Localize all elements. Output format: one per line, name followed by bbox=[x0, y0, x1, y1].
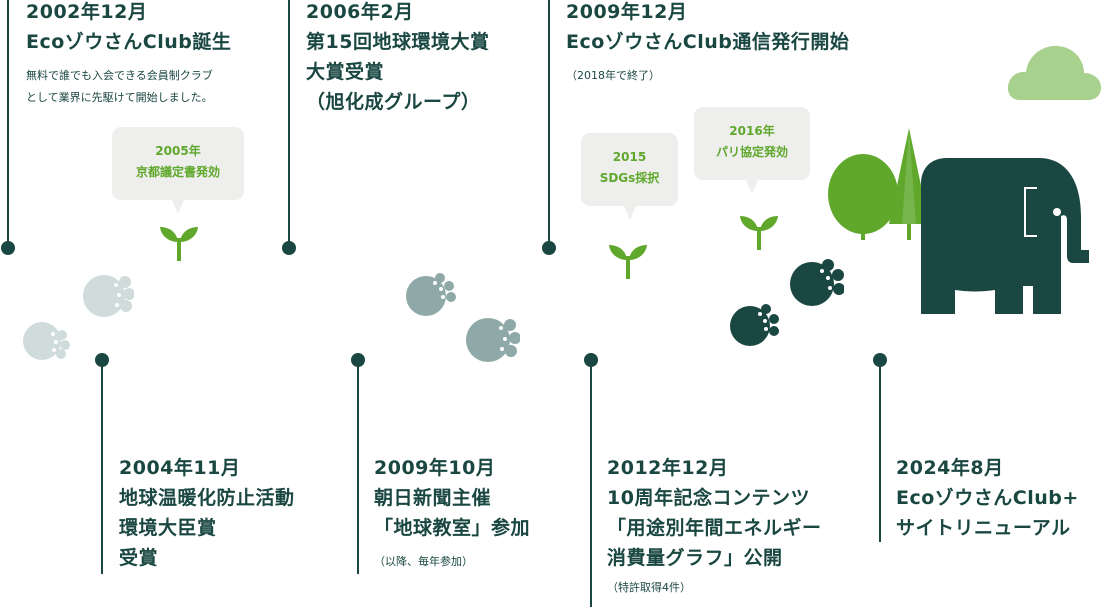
event-title: EcoゾウさんClub誕生 bbox=[26, 31, 232, 53]
timeline-line-2006 bbox=[288, 0, 290, 248]
paw-print-icon bbox=[790, 259, 844, 306]
event-date: 2009年12月 bbox=[566, 1, 688, 23]
elephant-icon bbox=[921, 158, 1089, 314]
tree-icon bbox=[828, 128, 929, 240]
event-title: EcoゾウさんClub通信発行開始 bbox=[566, 31, 850, 53]
timeline-line-2024 bbox=[879, 360, 881, 542]
event-2012: 2012年12月 10周年記念コンテンツ 「用途別年間エネルギー 消費量グラフ」… bbox=[607, 453, 872, 599]
timeline-line-2002 bbox=[7, 0, 9, 248]
bubble-sdgs: 2015 SDGs採択 bbox=[581, 133, 678, 220]
cloud-icon bbox=[1007, 45, 1102, 100]
timeline-dot-2004 bbox=[95, 353, 109, 367]
timeline-dot-2002 bbox=[1, 241, 15, 255]
event-title: EcoゾウさんClub+ サイトリニューアル bbox=[896, 487, 1079, 539]
sprout-icon bbox=[609, 245, 647, 279]
event-date: 2002年12月 bbox=[26, 1, 148, 23]
event-note: （以降、毎年参加） bbox=[374, 555, 473, 568]
event-date: 2004年11月 bbox=[119, 457, 241, 479]
bubble-paris-agreement: 2016年 パリ協定発効 bbox=[694, 107, 810, 194]
timeline-line-2009-10 bbox=[357, 360, 359, 574]
timeline-line-2009-12 bbox=[548, 0, 550, 248]
bubble-kyoto-protocol: 2005年 京都議定書発効 bbox=[112, 127, 244, 214]
event-date: 2012年12月 bbox=[607, 457, 729, 479]
event-date: 2006年2月 bbox=[306, 1, 414, 23]
paw-print-icon bbox=[23, 322, 70, 360]
timeline-line-2012 bbox=[590, 360, 592, 607]
event-note: 無料で誰でも入会できる会員制クラブ として業界に先駆けて開始しました。 bbox=[26, 69, 213, 104]
event-title: 第15回地球環境大賞 大賞受賞 （旭化成グループ） bbox=[306, 31, 490, 113]
event-note: （2018年で終了） bbox=[566, 69, 660, 82]
timeline-dot-2024 bbox=[873, 353, 887, 367]
event-2024: 2024年8月 EcoゾウさんClub+ サイトリニューアル bbox=[896, 453, 1101, 543]
paw-print-icon bbox=[466, 318, 520, 362]
sprout-icon bbox=[160, 227, 198, 261]
timeline-dot-2009-12 bbox=[542, 241, 556, 255]
event-date: 2009年10月 bbox=[374, 457, 496, 479]
event-2009-12: 2009年12月 EcoゾウさんClub通信発行開始 （2018年で終了） bbox=[566, 0, 926, 87]
timeline-dot-2012 bbox=[584, 353, 598, 367]
event-title: 地球温暖化防止活動 環境大臣賞 受賞 bbox=[119, 487, 295, 569]
sprout-icon bbox=[740, 216, 778, 250]
paw-print-icon bbox=[730, 304, 779, 346]
event-title: 10周年記念コンテンツ 「用途別年間エネルギー 消費量グラフ」公開 bbox=[607, 487, 822, 569]
timeline-dot-2006 bbox=[282, 241, 296, 255]
timeline-dot-2009-10 bbox=[351, 353, 365, 367]
event-2006: 2006年2月 第15回地球環境大賞 大賞受賞 （旭化成グループ） bbox=[306, 0, 536, 117]
event-title: 朝日新聞主催 「地球教室」参加 bbox=[374, 487, 531, 539]
paw-print-icon bbox=[83, 275, 134, 317]
paw-print-icon bbox=[406, 273, 456, 316]
event-2009-10: 2009年10月 朝日新聞主催 「地球教室」参加 （以降、毎年参加） bbox=[374, 453, 579, 573]
event-2002: 2002年12月 EcoゾウさんClub誕生 無料で誰でも入会できる会員制クラブ… bbox=[26, 0, 276, 109]
event-2004: 2004年11月 地球温暖化防止活動 環境大臣賞 受賞 bbox=[119, 453, 344, 573]
event-note: （特許取得4件） bbox=[607, 581, 691, 594]
timeline-line-2004 bbox=[101, 360, 103, 574]
event-date: 2024年8月 bbox=[896, 457, 1004, 479]
